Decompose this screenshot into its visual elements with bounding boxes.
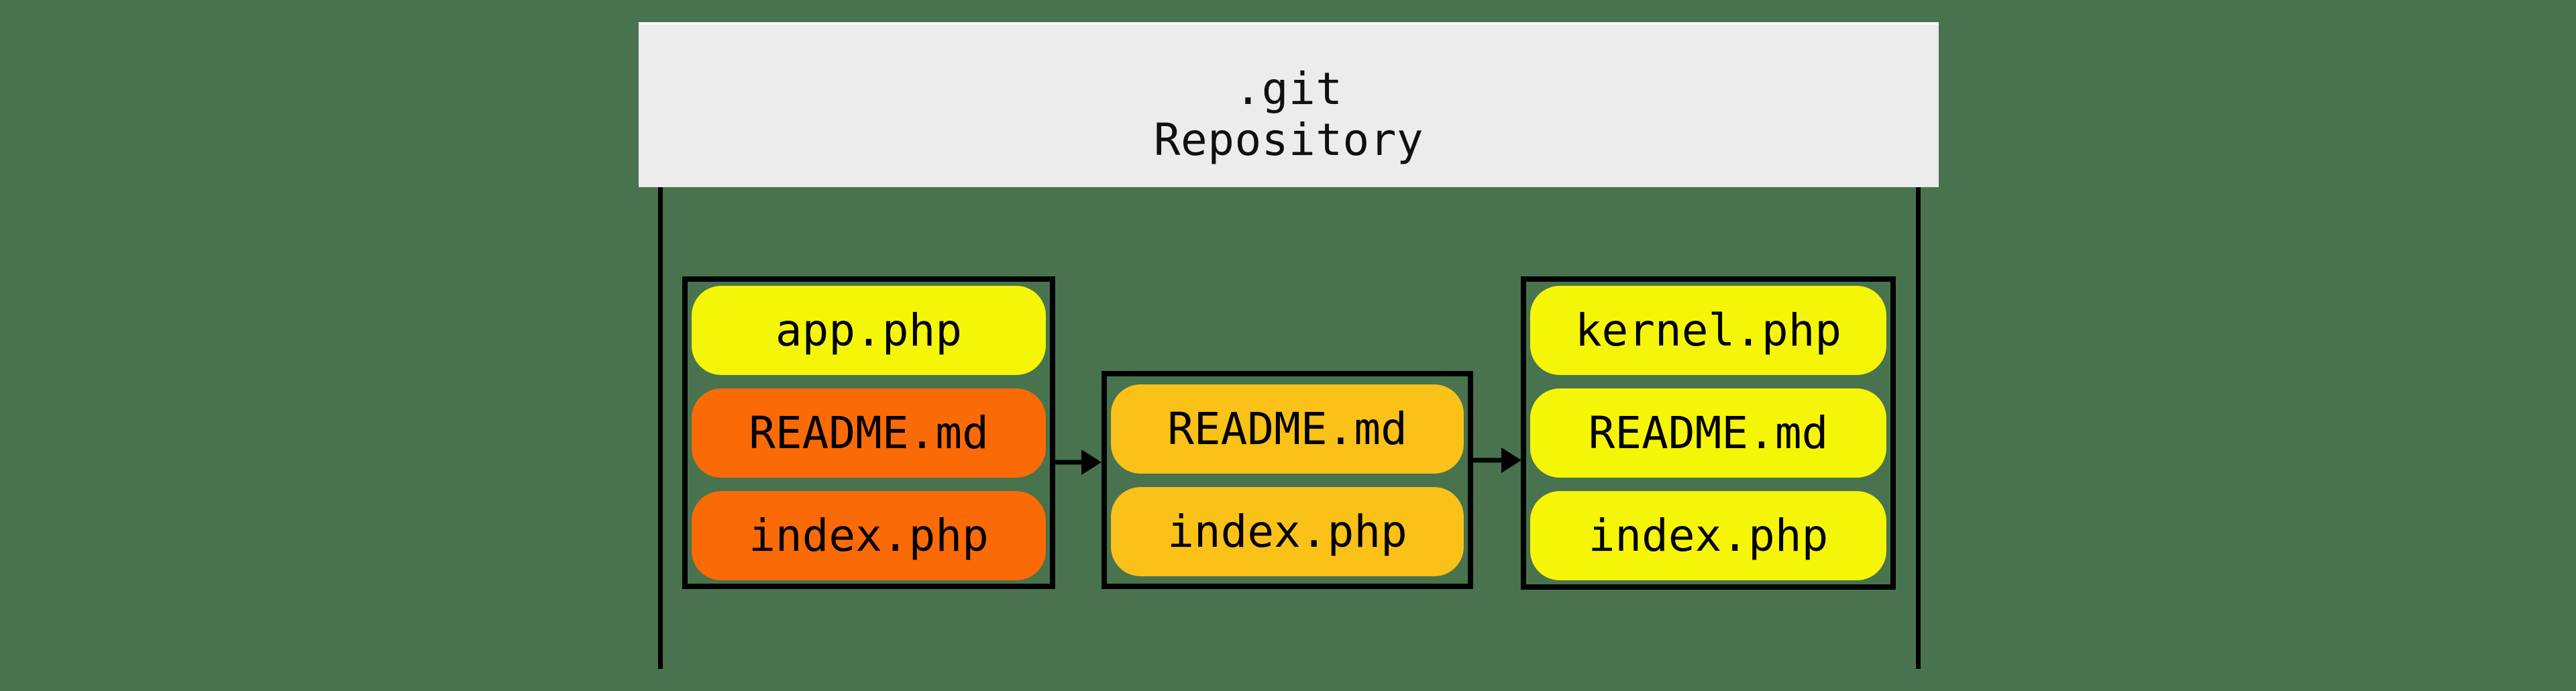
file-pill-readme-md: README.md <box>692 388 1046 478</box>
file-pill-index-php: index.php <box>692 490 1046 580</box>
file-pill-index-php: index.php <box>1111 486 1464 576</box>
file-pill-kernel-php: kernel.php <box>1530 286 1886 375</box>
file-box-right: kernel.php README.md index.php <box>1521 276 1896 590</box>
flow-arrow-middle-to-right-icon <box>1473 447 1521 473</box>
git-repository-title-line2: Repository <box>1153 114 1424 166</box>
file-pill-index-php: index.php <box>1530 491 1886 580</box>
repository-boundary-right-line <box>1916 187 1921 669</box>
flow-arrow-left-to-middle-icon <box>1053 449 1102 475</box>
file-pill-readme-md: README.md <box>1530 388 1886 478</box>
file-box-middle: README.md index.php <box>1102 371 1473 589</box>
file-pill-app-php: app.php <box>692 285 1046 375</box>
repository-boundary-left-line <box>658 187 663 669</box>
file-box-left: app.php README.md index.php <box>682 276 1055 589</box>
git-repository-title-line1: .git <box>1234 63 1343 115</box>
file-pill-readme-md: README.md <box>1111 384 1464 474</box>
git-repository-header: .git Repository <box>639 22 1939 187</box>
